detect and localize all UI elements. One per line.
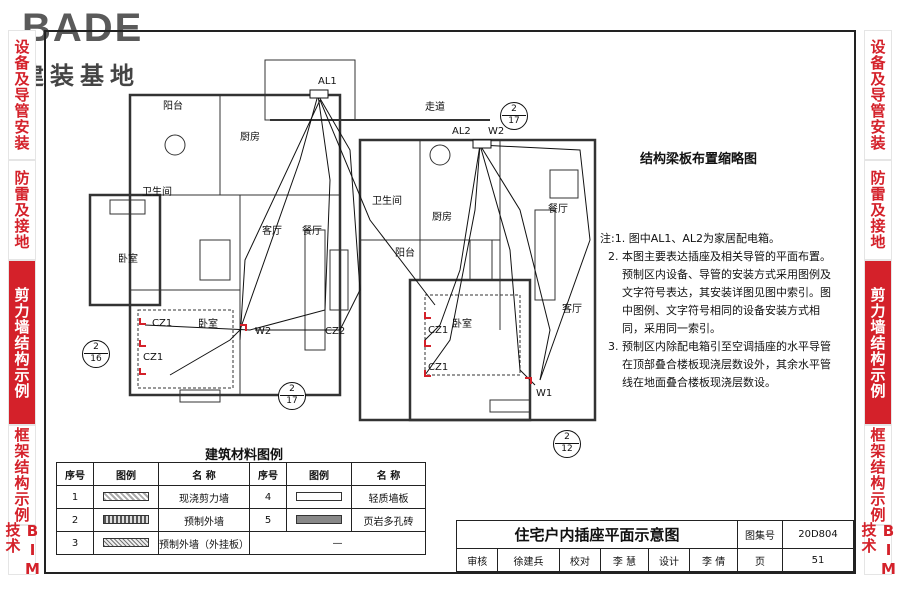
room-label: 客厅 [562,304,582,315]
room-label: 厨房 [240,132,260,143]
right-sidebar: 设备及导管安装 防雷及接地 剪力墙结构示例 框架结构示例 BIM技术 [859,30,898,579]
legend-name: 页岩多孔砖 [351,508,426,532]
room-label: 餐厅 [302,226,322,237]
logo-sub-text: 建装基地 [20,62,140,90]
legend-no: 5 [249,508,287,532]
legend-name: 预制外墙（外挂板） [158,531,250,555]
legend-header: 图例 [286,462,352,486]
left-unit-outline [128,93,342,397]
panel-al2-label: AL2 [452,126,471,137]
legend-header: 序号 [249,462,287,486]
page-number: 51 [782,548,854,572]
cast-wall-swatch [103,492,149,501]
left-tab-shearwall[interactable]: 剪力墙结构示例 [8,260,36,425]
review-name: 徐建兵 [497,548,560,572]
device-tag: CZ2 [325,326,346,337]
legend-name: 轻质墙板 [351,485,426,509]
room-label: 走道 [425,102,445,113]
notes-block: 注:1. 图中AL1、AL2为家居配电箱。 2. 本图主要表达插座及相关导管的平… [600,230,832,392]
material-legend-table: 序号 图例 名 称 序号 图例 名 称 1 现浇剪力墙 4 轻质墙板 2 预制外… [56,462,426,555]
precast-wall-swatch [103,515,149,524]
device-tag: W2 [488,126,505,137]
right-tab-bim[interactable]: BIM技术 [859,521,898,579]
right-tab-equipment[interactable]: 设备及导管安装 [864,30,892,160]
legend-no: 3 [56,531,94,555]
left-tab-frame[interactable]: 框架结构示例 [8,425,36,525]
panel-al1-label: AL1 [318,76,337,87]
room-label: 卫生间 [372,196,402,207]
atlas-label: 图集号 [737,520,783,549]
room-label: 卧室 [118,254,138,265]
page-label: 页 [737,548,783,572]
device-tag: W2 [255,326,272,337]
device-tag: W1 [536,388,553,399]
design-name: 李 倩 [689,548,738,572]
brand-logo: BADE 建装基地 [8,4,178,90]
note-line: 3. 预制区内除配电箱引至空调插座的水平导管在顶部叠合楼板现浇层数设外，其余水平… [608,340,831,389]
panel-al2-box [472,139,492,149]
legend-header: 名 称 [158,462,250,486]
panel-al1-box [309,89,329,99]
room-label: 客厅 [262,226,282,237]
right-tab-frame[interactable]: 框架结构示例 [864,425,892,525]
brick-wall-swatch [296,515,342,524]
review-label: 审核 [455,548,499,572]
conduit-lines [144,94,591,386]
right-tab-shearwall[interactable]: 剪力墙结构示例 [864,260,892,425]
note-line: 2. 本图主要表达插座及相关导管的平面布置。预制区内设备、导管的安装方式采用图例… [608,250,831,335]
room-label: 卧室 [198,319,218,330]
room-label: 餐厅 [548,204,568,215]
floor-plan [88,59,597,422]
right-tab-lightning[interactable]: 防雷及接地 [864,160,892,260]
room-label: 卧室 [452,319,472,330]
left-bedroom-bay [88,193,162,307]
left-tab-bim[interactable]: BIM技术 [3,521,42,579]
left-tab-lightning[interactable]: 防雷及接地 [8,160,36,260]
legend-row: 3 预制外墙（外挂板） — [56,531,426,555]
device-tag: CZ1 [428,325,449,336]
legend-name: — [249,531,426,555]
legend-row: 1 现浇剪力墙 4 轻质墙板 [56,485,426,509]
legend-name: 现浇剪力墙 [158,485,250,509]
design-label: 设计 [647,548,691,572]
device-tag: CZ1 [143,352,164,363]
title-block: 住宅户内插座平面示意图 图集号 20D804 审核 徐建兵 校对 李 慧 设计 … [455,520,854,572]
device-tag: CZ1 [428,362,449,373]
check-label: 校对 [558,548,602,572]
room-label: 厨房 [432,212,452,223]
mini-plan-title: 结构梁板布置缩略图 [640,152,758,167]
legend-no: 2 [56,508,94,532]
legend-header: 名 称 [351,462,426,486]
legend-name: 预制外墙 [158,508,250,532]
hanging-panel-swatch [103,538,149,547]
legend-row: 2 预制外墙 5 页岩多孔砖 [56,508,426,532]
legend-header: 图例 [93,462,159,486]
check-name: 李 慧 [600,548,649,572]
legend-title: 建筑材料图例 [205,448,284,463]
room-label: 阳台 [395,248,415,259]
drawing-frame [44,30,856,574]
legend-no: 1 [56,485,94,509]
room-label: 阳台 [163,101,183,112]
logo-brand-text: BADE [22,6,144,50]
drawing-title: 住宅户内插座平面示意图 [456,520,738,549]
light-wall-swatch [296,492,342,501]
left-tab-equipment[interactable]: 设备及导管安装 [8,30,36,160]
legend-no: 4 [249,485,287,509]
socket-marks [139,312,532,384]
atlas-number: 20D804 [782,520,854,549]
legend-header: 序号 [56,462,94,486]
room-label: 卫生间 [142,187,172,198]
device-tag: CZ1 [152,318,173,329]
left-sidebar: 设备及导管安装 防雷及接地 剪力墙结构示例 框架结构示例 BIM技术 [3,30,42,579]
note-line: 注:1. 图中AL1、AL2为家居配电箱。 [600,232,781,245]
